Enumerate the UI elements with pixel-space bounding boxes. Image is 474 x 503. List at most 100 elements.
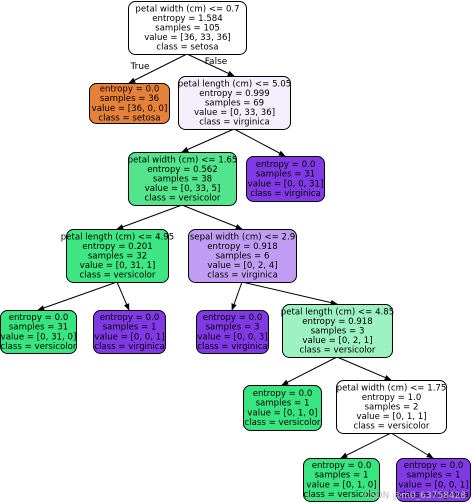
node-line: class = virginica (398, 490, 469, 500)
node-line: petal length (cm) <= 4.85 (281, 307, 394, 317)
node-line: value = [0, 31, 1] (80, 261, 156, 271)
node-line: value = [0, 33, 36] (194, 108, 275, 118)
node-box (66, 229, 169, 283)
node-line: class = versicolor (245, 418, 321, 428)
node-line: petal width (cm) <= 1.75 (337, 383, 447, 393)
node-line: entropy = 0.918 (302, 317, 373, 327)
node-line: class = setosa (156, 43, 218, 53)
node-line: sepal width (cm) <= 2.9 (190, 232, 295, 242)
node-line: entropy = 1.584 (152, 14, 223, 24)
node-line: entropy = 0.0 (312, 461, 372, 471)
node-line: value = [36, 0, 0] (92, 104, 168, 114)
node-line: class = versicolor (300, 346, 376, 356)
node-line: value = [0, 1, 0] (247, 408, 317, 418)
node-box (89, 83, 170, 124)
node-line: value = [0, 31, 0] (1, 332, 77, 342)
node-box (243, 385, 322, 431)
tree-edge (336, 356, 392, 381)
node-line: class = virginica (94, 342, 165, 352)
node-line: samples = 3 (311, 327, 365, 337)
node-line: value = [0, 1, 0] (306, 480, 376, 490)
node-line: value = [0, 0, 31] (248, 179, 324, 189)
node-box (128, 1, 247, 55)
node-line: samples = 69 (205, 99, 264, 109)
node-line: entropy = 0.0 (9, 313, 69, 323)
node-box (128, 152, 237, 206)
tree-edge (181, 128, 235, 153)
node-line: value = [36, 33, 36] (144, 33, 231, 43)
node-line: entropy = 0.0 (404, 461, 464, 471)
edge-label: False (205, 57, 228, 67)
node-line: petal length (cm) <= 4.95 (61, 232, 174, 242)
node-line: petal width (cm) <= 1.65 (128, 155, 238, 165)
tree-edge (233, 128, 286, 157)
node-box (336, 380, 447, 434)
node-line: entropy = 0.0 (256, 160, 316, 170)
node-line: petal length (cm) <= 5.05 (178, 79, 291, 89)
tree-edge (231, 281, 243, 311)
node-line: samples = 36 (100, 94, 159, 104)
node-box (196, 310, 269, 354)
tree-edge (128, 53, 188, 84)
node-line: samples = 1 (407, 471, 461, 481)
node-line: samples = 38 (153, 175, 212, 185)
node-line: samples = 1 (103, 323, 157, 333)
node-line: value = [0, 1, 1] (356, 412, 426, 422)
node-line: entropy = 0.918 (207, 242, 278, 252)
node-box (188, 229, 297, 283)
node-line: samples = 6 (216, 252, 270, 262)
tree-edge (281, 356, 338, 386)
tree-edge (116, 281, 130, 311)
edge-label: True (129, 62, 150, 72)
tree-edge (186, 53, 235, 77)
node-line: entropy = 0.0 (253, 389, 313, 399)
node-line: samples = 105 (155, 24, 220, 34)
tree-edge (116, 204, 183, 230)
node-line: samples = 1 (256, 399, 310, 409)
node-line: entropy = 0.999 (199, 89, 270, 99)
node-line: value = [0, 33, 5] (145, 184, 221, 194)
node-line: value = [0, 0, 1] (398, 480, 468, 490)
node-line: entropy = 0.0 (100, 85, 160, 95)
node-line: class = versicolor (80, 271, 156, 281)
node-line: class = versicolor (354, 422, 430, 432)
node-line: entropy = 0.201 (82, 242, 153, 252)
watermark: CSDN @m0_63758428 (364, 491, 467, 501)
node-box (246, 156, 325, 202)
node-line: class = virginica (197, 342, 268, 352)
node-line: entropy = 1.0 (362, 393, 422, 403)
node-line: class = versicolor (145, 194, 221, 204)
node-line: class = virginica (207, 271, 278, 281)
node-line: class = setosa (98, 113, 160, 123)
node-box (178, 76, 291, 130)
node-box (0, 310, 77, 354)
node-line: class = versicolor (304, 490, 380, 500)
node-box (396, 458, 471, 502)
node-line: value = [0, 0, 1] (94, 332, 164, 342)
node-line: value = [0, 2, 1] (302, 336, 372, 346)
tree-edge (37, 281, 118, 311)
node-line: samples = 2 (365, 403, 419, 413)
tree-edge (390, 432, 434, 459)
node-line: samples = 3 (206, 323, 260, 333)
node-line: entropy = 0.0 (100, 313, 160, 323)
node-box (303, 458, 380, 502)
node-box (282, 304, 393, 358)
node-line: entropy = 0.0 (203, 313, 263, 323)
node-line: samples = 1 (315, 471, 369, 481)
